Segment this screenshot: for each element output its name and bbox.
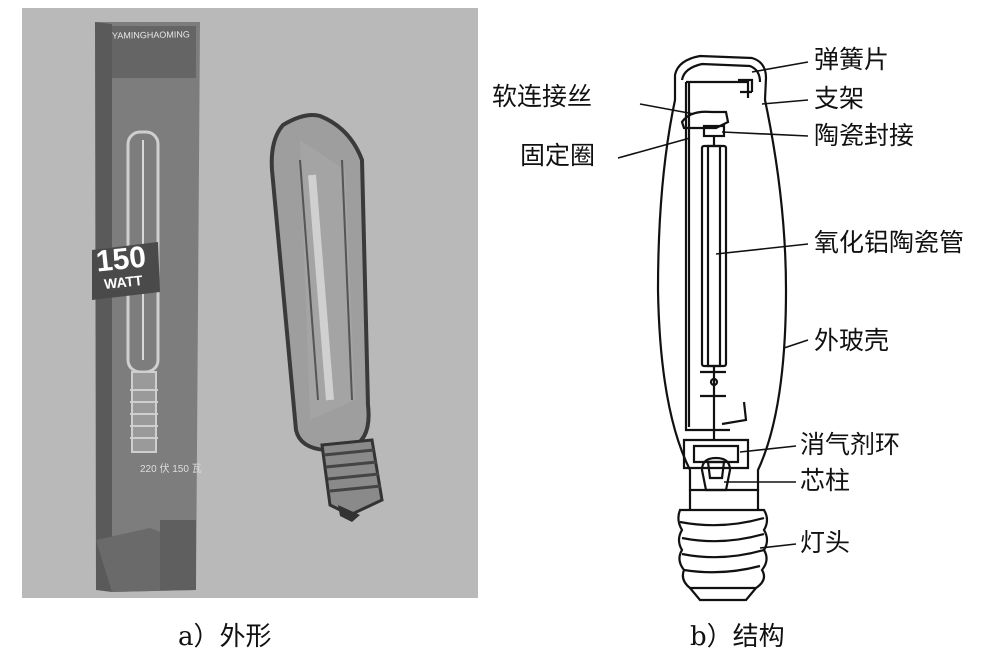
lamp-photo <box>269 113 384 522</box>
label-ceramic-seal: 陶瓷封接 <box>814 121 915 150</box>
support-frame <box>684 80 750 432</box>
outer-glass-shell <box>656 54 788 492</box>
package-rating: 220 伏 150 瓦 <box>140 464 202 475</box>
label-getter-ring: 消气剂环 <box>800 430 901 459</box>
alumina-ceramic-tube <box>700 144 728 368</box>
label-fixing-ring: 固定圈 <box>520 141 596 170</box>
label-bracket: 支架 <box>814 84 865 113</box>
package-box <box>92 22 200 592</box>
label-soft-wire: 软连接丝 <box>492 82 593 111</box>
watt-badge <box>92 242 160 300</box>
caption-structure: b）结构 <box>690 622 785 652</box>
getter-ring <box>682 438 750 470</box>
label-alumina-tube: 氧化铝陶瓷管 <box>814 228 965 257</box>
label-lamp-cap: 灯头 <box>800 528 851 557</box>
label-stem: 芯柱 <box>800 466 851 495</box>
label-outer-shell: 外玻壳 <box>814 326 890 355</box>
caption-appearance: a）外形 <box>178 622 272 652</box>
label-spring-plate: 弹簧片 <box>814 45 890 74</box>
stem <box>700 456 732 492</box>
